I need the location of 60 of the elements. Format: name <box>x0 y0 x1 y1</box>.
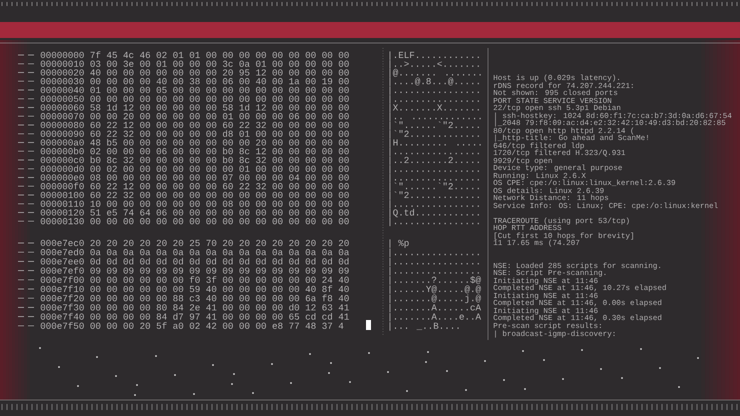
hex-dump-line: 00000070 00 00 20 00 00 00 00 00 01 00 00 00 06 00 00 00 <box>40 113 349 120</box>
ascii-column-text: |................ <box>390 174 479 182</box>
hex-dump-line: 00000010 03 00 3e 00 01 00 00 00 3c 0a 01 00 00 00 00 00 <box>40 60 349 67</box>
hex-dump-line: 00000030 00 00 00 00 40 00 38 00 06 00 40 00 1a 00 19 00 <box>40 78 349 84</box>
hex-dump-line: 000000c0 b0 8c 32 00 00 00 00 00 b0 8c 32 00 00 00 00 00 <box>40 156 349 164</box>
ascii-column-text: |................ <box>390 165 479 174</box>
hex-dump-line: 00000050 00 00 00 00 00 00 00 00 00 00 00 00 00 00 00 00 <box>40 96 349 102</box>
ascii-column-text: |................ <box>390 248 479 258</box>
hex-dump-line: 000e7ef0 09 09 09 09 09 09 09 09 09 09 09 09 09 09 09 09 <box>40 266 349 274</box>
ascii-column-text: |......Y@.....@.@ <box>390 285 481 294</box>
hex-dump-line: 00000000 7f 45 4c 46 02 01 01 00 00 00 00 00 00 00 00 00 <box>40 51 349 58</box>
hex-dump-line: 000000a0 48 b5 00 00 00 00 00 00 00 00 20 00 00 00 00 00 <box>40 138 349 146</box>
ascii-column-text: |..2.......2..... <box>390 156 479 165</box>
ascii-column-text: |`"2............. <box>390 130 479 139</box>
hex-dump-line: 000e7ed0 0a 0a 0a 0a 0a 0a 0a 0a 0a 0a 0a 0a 0a 0a 0a 0a <box>40 248 350 256</box>
ascii-column-text: |@....... ....... <box>390 68 481 78</box>
ascii-column-text: |.......?......$@ <box>390 276 481 285</box>
ascii-column-text: |`"......`"2..... <box>390 182 479 192</box>
ascii-column-text: |................ <box>390 86 479 95</box>
ascii-column-text: |................ <box>390 95 479 104</box>
hex-dump-line: 00000100 60 22 32 00 00 00 00 00 00 00 00 00 00 00 00 00 <box>40 192 349 198</box>
hex-dump-line: 00000130 00 00 00 00 00 00 00 00 00 00 00 00 00 00 00 00 <box>40 218 349 224</box>
hex-dump-line: 00000120 51 e5 74 64 06 00 00 00 00 00 00 00 00 00 00 00 <box>40 209 349 216</box>
ascii-column-text: | %p <box>390 239 409 248</box>
hex-dump-line: 000e7f10 00 00 00 00 00 00 59 40 00 00 00 00 00 40 8f 40 <box>40 285 349 292</box>
ascii-column-text: |................ <box>390 258 479 266</box>
hex-dump-line: 000000f0 60 22 12 00 00 00 00 00 60 22 32 00 00 00 00 00 <box>40 182 349 190</box>
ascii-column-text: |.......A......cA <box>390 304 482 312</box>
hex-dump-line: 000000d0 00 02 00 00 00 00 00 00 00 01 00 00 00 00 00 00 <box>40 165 349 172</box>
ascii-column-text: |.......@.....j.@ <box>390 294 481 304</box>
hex-dump-line: 000e7ec0 20 20 20 20 20 20 25 70 20 20 20 20 20 20 20 20 <box>40 240 349 246</box>
ascii-column-text: |`"2............. <box>390 191 479 200</box>
ascii-column-text: |X.......X....... <box>390 104 479 112</box>
hex-dump-line: 00000110 10 00 00 00 00 00 00 00 08 00 00 00 00 00 00 00 <box>40 200 349 207</box>
ascii-column-text: |................ <box>390 266 479 276</box>
ascii-column-text: |... _..B.... <box>390 322 459 331</box>
hex-dump-line: 000e7f50 00 00 00 20 5f a0 02 42 00 00 00 e8 77 48 37 4 <box>40 322 344 329</box>
hex-dump-line: 000e7f30 00 00 00 00 80 84 2e 41 00 00 00 00 d0 12 63 41 <box>40 304 349 311</box>
ascii-column-text: |................ <box>390 200 479 209</box>
hex-dump-line: 000e7f00 00 00 00 00 00 00 f0 3f 00 00 00 00 00 00 24 40 <box>40 276 349 283</box>
ascii-column-text: |....@.8...@..... <box>390 78 479 86</box>
ascii-column-text: |`"......`"2..... <box>390 121 479 130</box>
ascii-column-text: |................ <box>390 148 479 156</box>
ascii-column-text: |H......... ..... <box>390 138 481 148</box>
ascii-column-text: |Q.td............ <box>390 208 479 218</box>
hex-dump-line: 000e7ee0 0d 0d 0d 0d 0d 0d 0d 0d 0d 0d 0d 0d 0d 0d 0d 0d <box>40 258 349 265</box>
ascii-column-text: |................ <box>390 218 479 226</box>
ascii-column-text: |.ELF............ <box>390 51 479 60</box>
hex-dump-line: 000000e0 08 00 00 00 00 00 00 00 07 00 00 00 04 00 00 00 <box>40 174 349 181</box>
hex-dump-line: 00000040 01 00 00 00 05 00 00 00 00 00 00 00 00 00 00 00 <box>40 86 349 94</box>
hex-dump-line: 00000060 58 1d 12 00 00 00 00 00 58 1d 12 00 00 00 00 00 <box>40 104 349 111</box>
ascii-column-text: |.......A....e..A <box>390 312 482 322</box>
hex-dump-line: 00000090 60 22 32 00 00 00 00 00 d8 01 00 00 00 00 00 00 <box>40 130 349 137</box>
hex-dump-line: 000e7f20 00 00 00 00 00 88 c3 40 00 00 00 00 00 6a f8 40 <box>40 294 349 302</box>
ascii-column-text: |.. ............. <box>390 112 481 122</box>
hex-dump-line: 000e7f40 00 00 00 00 84 d7 97 41 00 00 00 00 65 cd cd 41 <box>40 312 349 320</box>
hex-dump-line: 00000020 40 00 00 00 00 00 00 00 20 95 12 00 00 00 00 00 <box>40 69 349 76</box>
hex-dump-line: 000000b0 02 00 00 00 06 00 00 00 b0 8c 12 00 00 00 00 00 <box>40 148 349 154</box>
ascii-column-text: |..>.....<....... <box>390 60 479 69</box>
hex-dump-line: 00000080 60 22 12 00 00 00 00 00 60 22 32 00 00 00 00 00 <box>40 122 349 128</box>
